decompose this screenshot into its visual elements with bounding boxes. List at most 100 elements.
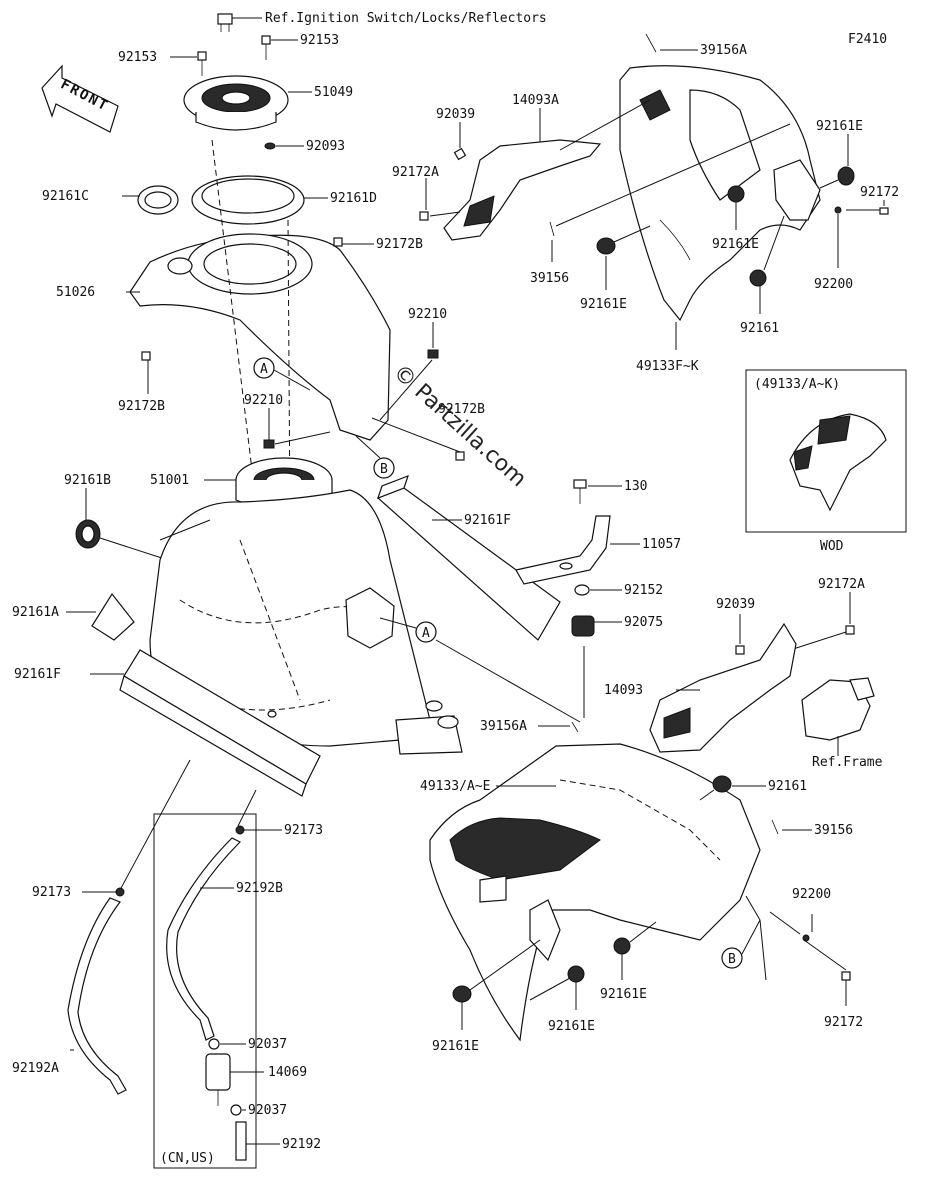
damper-92075-icon bbox=[571, 615, 595, 637]
part-39156-lower: 39156 bbox=[814, 823, 853, 838]
bolt-92039-lower-icon bbox=[735, 645, 745, 655]
part-92172A-top: 92172A bbox=[392, 165, 439, 180]
bracket-11057-icon bbox=[515, 515, 611, 585]
bolt-92172A-top-icon bbox=[419, 211, 429, 221]
ignition-bolt-icon bbox=[217, 13, 233, 32]
pin-39156A-top-icon bbox=[645, 33, 657, 53]
inset-box bbox=[745, 369, 907, 533]
region-box bbox=[153, 813, 257, 1169]
part-92172B-top: 92172B bbox=[376, 237, 423, 252]
pad-92161A-icon bbox=[91, 592, 135, 641]
part-92161E-left: 92161E bbox=[580, 297, 627, 312]
part-92192: 92192 bbox=[282, 1137, 321, 1152]
ref-ignition-label: Ref.Ignition Switch/Locks/Reflectors bbox=[265, 11, 547, 26]
nut-92210-mid-icon bbox=[263, 439, 275, 449]
inset-caption: WOD bbox=[820, 539, 844, 554]
part-92172B-right: 92172B bbox=[438, 402, 485, 417]
part-92172B-left: 92172B bbox=[118, 399, 165, 414]
part-11057: 11057 bbox=[642, 537, 681, 552]
part-49133AE: 49133/A~E bbox=[420, 779, 490, 794]
part-51001: 51001 bbox=[150, 473, 189, 488]
part-92210-mid: 92210 bbox=[244, 393, 283, 408]
part-51049: 51049 bbox=[314, 85, 353, 100]
part-14069: 14069 bbox=[268, 1065, 307, 1080]
part-92192B: 92192B bbox=[236, 881, 283, 896]
part-92037-top: 92037 bbox=[248, 1037, 287, 1052]
grommet-92161C-icon bbox=[137, 185, 179, 215]
grommet-92161E-center-icon bbox=[613, 937, 631, 955]
part-92039-lower: 92039 bbox=[716, 597, 755, 612]
part-92161A: 92161A bbox=[12, 605, 59, 620]
part-92161F-top: 92161F bbox=[464, 513, 511, 528]
bolt-92172-top-icon bbox=[879, 207, 889, 215]
part-92093: 92093 bbox=[306, 139, 345, 154]
filter-14069-icon bbox=[205, 1053, 231, 1106]
pin-39156A-lower-icon bbox=[571, 721, 579, 733]
figure-id: F2410 bbox=[848, 32, 887, 47]
part-14093: 14093 bbox=[604, 683, 643, 698]
part-92173-box: 92173 bbox=[284, 823, 323, 838]
part-92192A: 92192A bbox=[12, 1061, 59, 1076]
bolt-92172B-left-icon bbox=[141, 351, 151, 361]
bolt-92172B-top-icon bbox=[333, 237, 343, 247]
watermark-text: © Partzilla.com bbox=[388, 360, 531, 492]
bolt-92153-left-icon bbox=[197, 51, 207, 76]
part-92161E-bottom-left: 92161E bbox=[432, 1039, 479, 1054]
grommet-92161-top-icon bbox=[749, 269, 767, 287]
part-92161E-upper-right: 92161E bbox=[816, 119, 863, 134]
part-49133FK: 49133F~K bbox=[636, 359, 699, 374]
grommet-92161E-left-icon bbox=[596, 237, 616, 255]
hose-92192B-icon bbox=[166, 837, 242, 1041]
shroud-49133FK-icon bbox=[619, 65, 821, 322]
callout-b-top: B bbox=[380, 462, 388, 477]
part-92172-top: 92172 bbox=[860, 185, 899, 200]
pad-92161F-top-icon bbox=[376, 474, 561, 641]
callout-a-bottom: A bbox=[422, 626, 430, 641]
bolt-92172B-right-icon bbox=[455, 451, 465, 461]
part-39156A-lower: 39156A bbox=[480, 719, 527, 734]
inset-shroud-icon bbox=[789, 413, 887, 512]
callout-b-bottom: B bbox=[728, 952, 736, 967]
washer-92200-lower-icon bbox=[802, 934, 810, 942]
fuel-cap-51049-icon bbox=[183, 75, 289, 131]
part-51026: 51026 bbox=[56, 285, 95, 300]
part-14093A: 14093A bbox=[512, 93, 559, 108]
part-92172A-lower: 92172A bbox=[818, 577, 865, 592]
tank-cover-51026-icon bbox=[129, 139, 391, 521]
bolt-92172-lower-icon bbox=[841, 971, 851, 981]
front-arrow-icon bbox=[41, 64, 119, 133]
part-92200-top: 92200 bbox=[814, 277, 853, 292]
hose-92192-icon bbox=[235, 1121, 247, 1161]
bolt-92172A-lower-icon bbox=[845, 625, 855, 635]
part-92037-bottom: 92037 bbox=[248, 1103, 287, 1118]
part-92161-lower: 92161 bbox=[768, 779, 807, 794]
part-92161B: 92161B bbox=[64, 473, 111, 488]
part-39156A-top: 39156A bbox=[700, 43, 747, 58]
clamp-92037-top-icon bbox=[208, 1038, 220, 1050]
shroud-49133AE-icon bbox=[429, 743, 761, 1042]
part-130: 130 bbox=[624, 479, 647, 494]
part-92210-top: 92210 bbox=[408, 307, 447, 322]
clamp-92173-left-icon bbox=[115, 887, 125, 897]
grommet-92161E-bottom-mid-icon bbox=[567, 965, 585, 983]
part-92200-lower: 92200 bbox=[792, 887, 831, 902]
clamp-92173-box-icon bbox=[235, 825, 245, 835]
hose-92192A-icon bbox=[67, 897, 127, 1095]
part-92172-lower: 92172 bbox=[824, 1015, 863, 1030]
pad-92161F-bottom-icon bbox=[119, 649, 321, 797]
grommet-92161E-upper-right-icon bbox=[837, 166, 855, 186]
region-label: (CN,US) bbox=[160, 1151, 215, 1166]
grommet-92161E-mid-icon bbox=[727, 185, 745, 203]
pin-39156-top-icon bbox=[549, 221, 555, 237]
grommet-92161E-bottom-left-icon bbox=[452, 985, 472, 1003]
fuel-tank-icon bbox=[149, 489, 463, 755]
part-92161D: 92161D bbox=[330, 191, 377, 206]
part-92152: 92152 bbox=[624, 583, 663, 598]
bracket-14093A-icon bbox=[443, 139, 602, 241]
callout-a-top: A bbox=[260, 362, 268, 377]
bolt-130-icon bbox=[573, 479, 587, 504]
part-92161-top: 92161 bbox=[740, 321, 779, 336]
part-92153-left: 92153 bbox=[118, 50, 157, 65]
